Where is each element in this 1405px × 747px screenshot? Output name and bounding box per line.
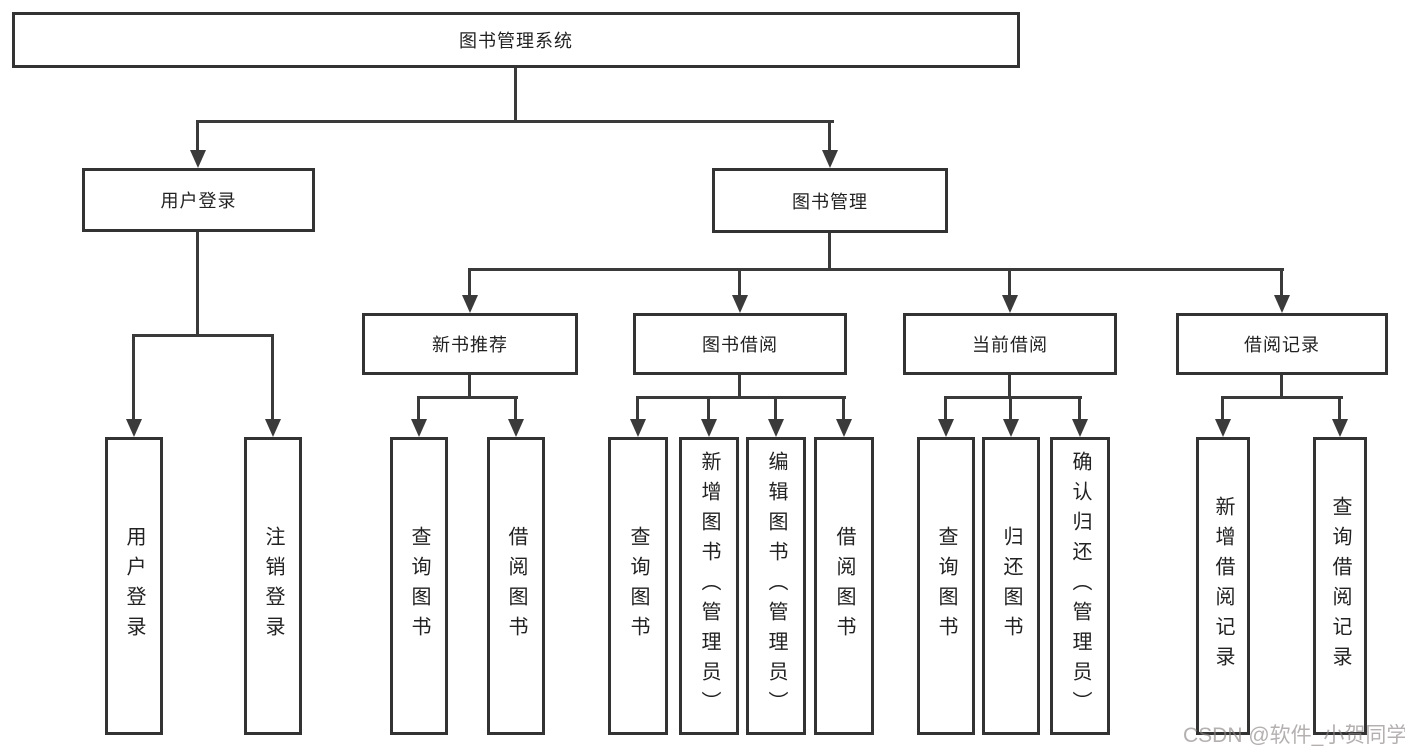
connector-recommend-drop-2 [514, 396, 517, 421]
leaf-borrow-borrow-books: 借阅图书 [814, 437, 874, 735]
leaf-user-login: 用户登录 [105, 437, 163, 735]
connector-bookmgmt-drop-3 [1008, 268, 1011, 297]
arrowhead-down [462, 295, 478, 313]
arrowhead-down [1332, 419, 1348, 437]
arrowhead-down [630, 419, 646, 437]
arrowhead-down [1003, 419, 1019, 437]
arrowhead-down [732, 295, 748, 313]
connector-bookmgmt-drop-2 [738, 268, 741, 297]
connector-records-bar [1221, 396, 1343, 399]
leaf-current-query-books: 查询图书 [917, 437, 975, 735]
leaf-borrow-edit-books-admin: 编辑图书（管理员） [746, 437, 806, 735]
arrowhead-down [822, 150, 838, 168]
connector-root-drop-left [196, 120, 199, 153]
connector-bookmgmt-drop-1 [468, 268, 471, 297]
connector-recommend-drop-1 [417, 396, 420, 421]
leaf-logout: 注销登录 [244, 437, 302, 735]
arrowhead-down [701, 419, 717, 437]
connector-recommend-bar [417, 396, 518, 399]
leaf-borrow-query-books: 查询图书 [608, 437, 668, 735]
node-new-book-recommend: 新书推荐 [362, 313, 578, 375]
arrowhead-down [1072, 419, 1088, 437]
connector-bookmgmt-drop-4 [1280, 268, 1283, 297]
leaf-recommend-borrow-books: 借阅图书 [487, 437, 545, 735]
arrowhead-down [1002, 295, 1018, 313]
connector-userlogin-drop-1 [132, 334, 135, 420]
arrowhead-down [265, 419, 281, 437]
connector-root-bar [197, 120, 834, 123]
connector-userlogin-bar [132, 334, 274, 337]
node-current-borrow: 当前借阅 [903, 313, 1117, 375]
node-user-login: 用户登录 [82, 168, 315, 232]
connector-records-drop-1 [1221, 396, 1224, 421]
leaf-current-confirm-return-admin: 确认归还（管理员） [1050, 437, 1110, 735]
node-borrow-records: 借阅记录 [1176, 313, 1388, 375]
node-book-borrow: 图书借阅 [633, 313, 847, 375]
connector-currentborrow-drop-2 [1009, 396, 1012, 421]
connector-userlogin-stem [196, 232, 199, 336]
arrowhead-down [768, 419, 784, 437]
arrowhead-down [1215, 419, 1231, 437]
leaf-records-query-record: 查询借阅记录 [1313, 437, 1367, 735]
connector-currentborrow-bar [944, 396, 1082, 399]
connector-bookborrow-drop-1 [636, 396, 639, 421]
connector-bookborrow-drop-2 [707, 396, 710, 421]
connector-currentborrow-drop-3 [1078, 396, 1081, 421]
arrowhead-down [508, 419, 524, 437]
connector-currentborrow-stem [1008, 375, 1011, 399]
arrowhead-down [836, 419, 852, 437]
connector-bookborrow-bar [636, 396, 846, 399]
arrowhead-down [126, 419, 142, 437]
csdn-watermark: CSDN @软件_小贺同学 [1183, 724, 1405, 747]
connector-root-drop-right [828, 120, 831, 153]
connector-bookmgmt-stem [828, 233, 831, 271]
leaf-records-add-record: 新增借阅记录 [1196, 437, 1250, 735]
connector-currentborrow-drop-1 [944, 396, 947, 421]
leaf-current-return-books: 归还图书 [982, 437, 1040, 735]
connector-records-stem [1280, 375, 1283, 399]
leaf-recommend-query-books: 查询图书 [390, 437, 448, 735]
connector-records-drop-2 [1338, 396, 1341, 421]
arrowhead-down [1274, 295, 1290, 313]
connector-userlogin-drop-2 [271, 334, 274, 420]
connector-root-stem [514, 68, 517, 122]
connector-bookmgmt-bar [468, 268, 1284, 271]
node-book-management: 图书管理 [712, 168, 948, 233]
connector-bookborrow-stem [738, 375, 741, 399]
connector-recommend-stem [468, 375, 471, 399]
arrowhead-down [190, 150, 206, 168]
arrowhead-down [938, 419, 954, 437]
connector-bookborrow-drop-3 [774, 396, 777, 421]
arrowhead-down [411, 419, 427, 437]
leaf-borrow-add-books-admin: 新增图书（管理员） [679, 437, 739, 735]
connector-bookborrow-drop-4 [842, 396, 845, 421]
node-root: 图书管理系统 [12, 12, 1020, 68]
